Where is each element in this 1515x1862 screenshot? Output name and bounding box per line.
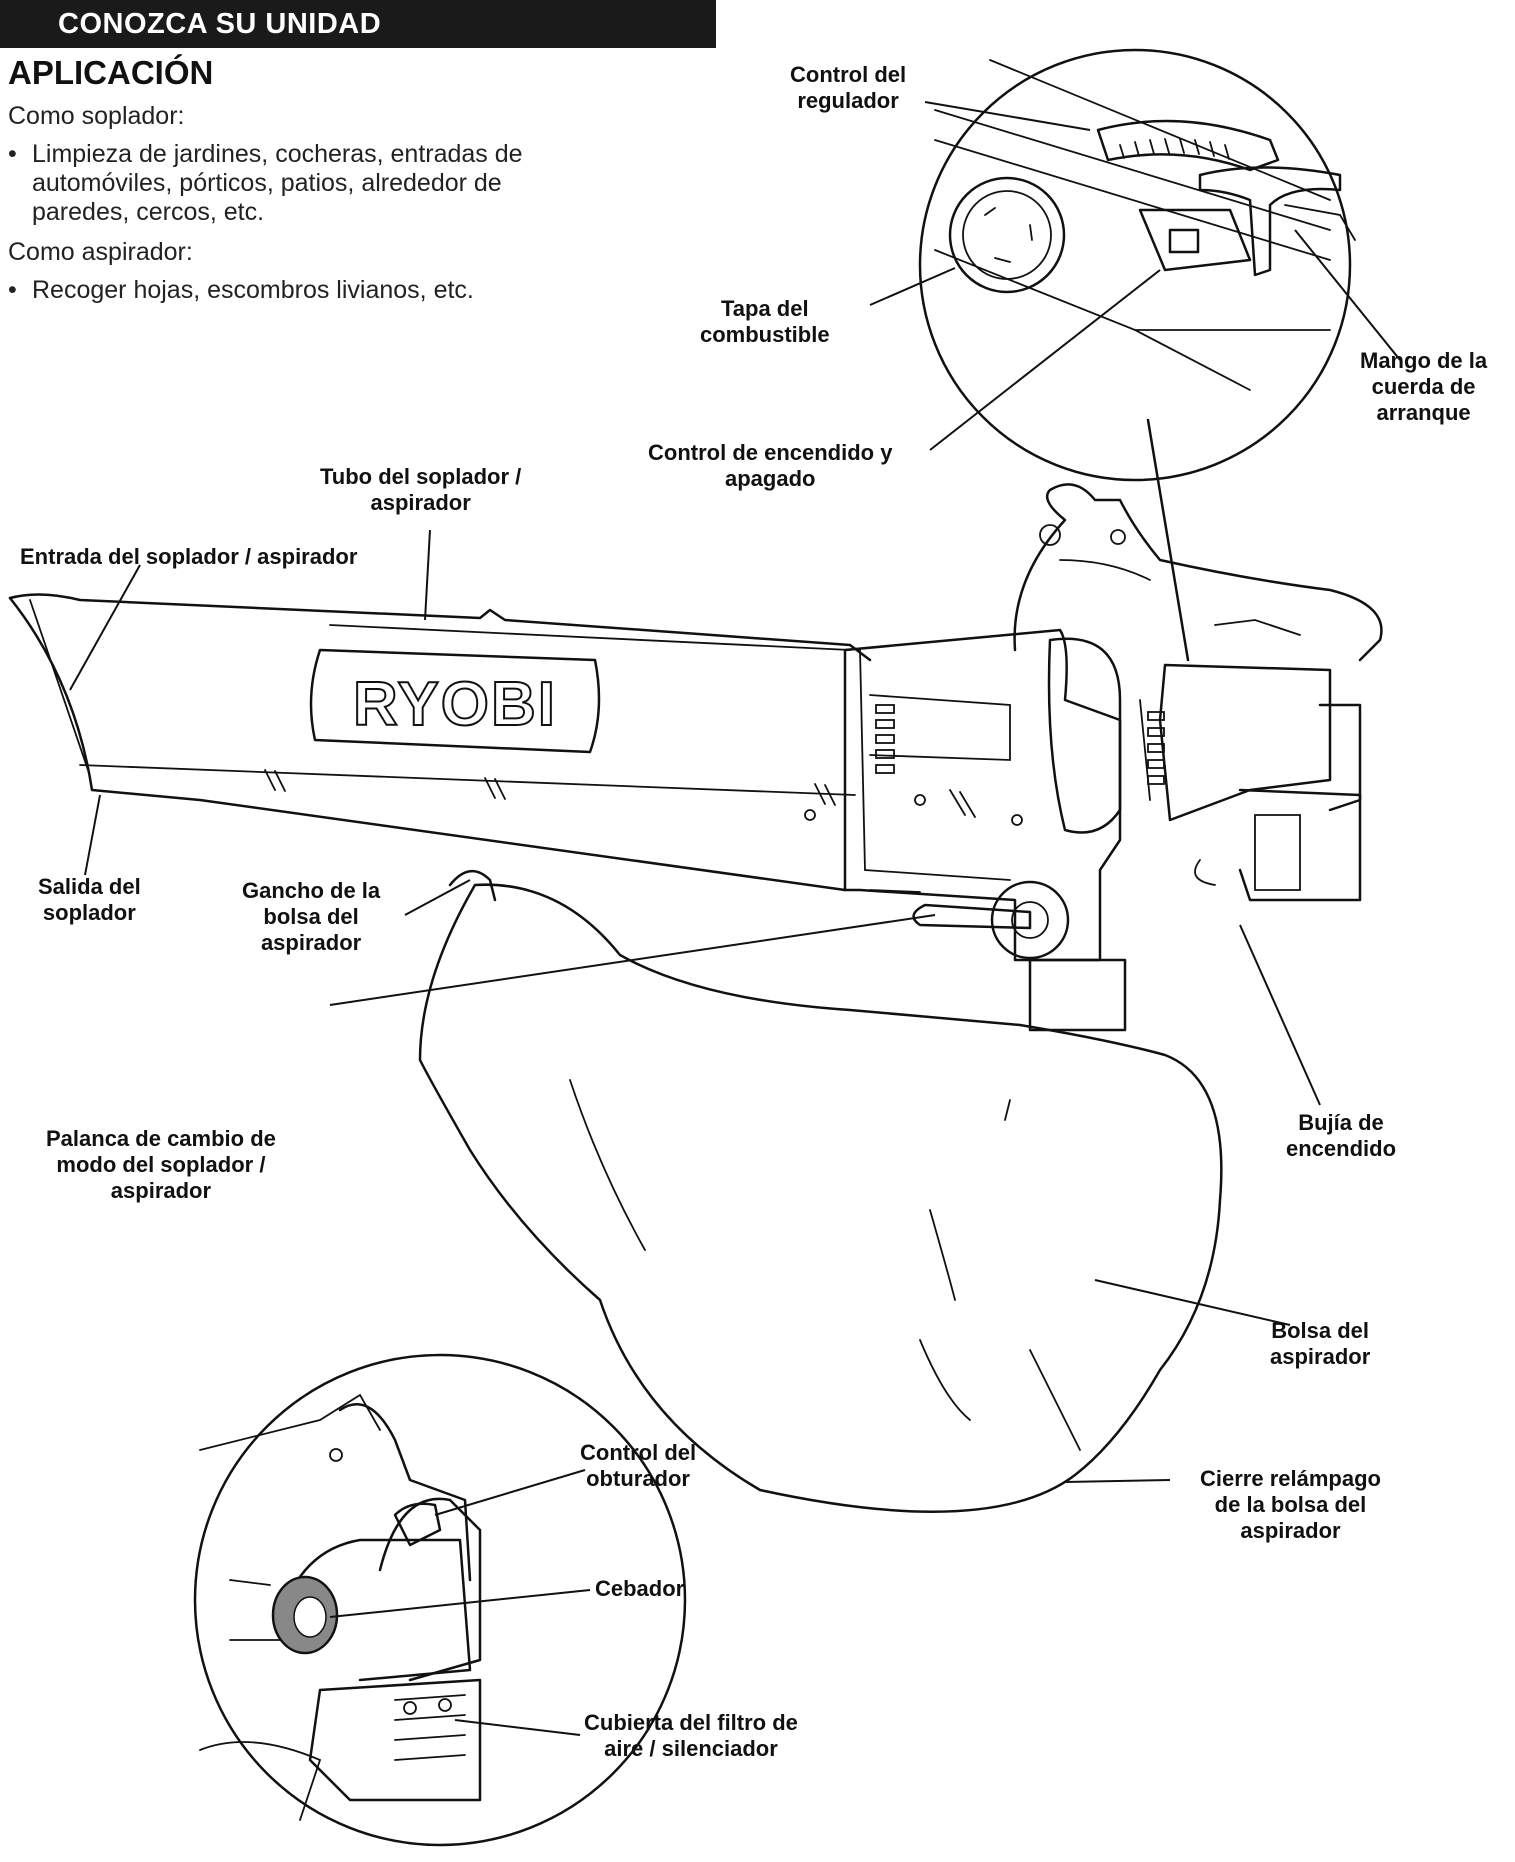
label-blower-tube: Tubo del soplador /aspirador: [320, 464, 522, 515]
fuel-cap-icon: [948, 176, 1066, 294]
throttle-trigger-icon: [1096, 119, 1280, 172]
blower-bullet-line-1: Limpieza de jardines, cocheras, entradas…: [32, 140, 523, 168]
blower-heading: Como soplador:: [8, 102, 185, 130]
blower-bullet: •Limpieza de jardines, cocheras, entrada…: [8, 140, 523, 226]
vacuum-bullet: •Recoger hojas, escombros livianos, etc.: [8, 276, 474, 304]
blower-bullet-line-2: automóviles, pórticos, patios, alrededor…: [32, 169, 502, 197]
brand-logo: RYOBI: [353, 670, 557, 739]
leader-lines: [69, 101, 1401, 1736]
starter-handle-icon: [1198, 166, 1356, 277]
vacuum-bag: [418, 883, 1223, 1513]
blower-bullet-line-3: paredes, cercos, etc.: [32, 198, 265, 226]
on-off-switch-icon: [1138, 208, 1252, 272]
blower-body: RYOBI: [8, 483, 1383, 962]
label-blower-inlet: Entrada del soplador / aspirador: [20, 544, 358, 569]
vacuum-heading: Como aspirador:: [8, 238, 193, 266]
section-header: CONOZCA SU UNIDAD: [0, 0, 716, 48]
label-primer: Cebador: [595, 1576, 685, 1601]
top-detail-circle: [918, 48, 1356, 662]
bottom-detail-circle: [193, 1353, 687, 1847]
application-title: APLICACIÓN: [8, 54, 214, 91]
vacuum-bullet-line-1: Recoger hojas, escombros livianos, etc.: [32, 276, 474, 304]
